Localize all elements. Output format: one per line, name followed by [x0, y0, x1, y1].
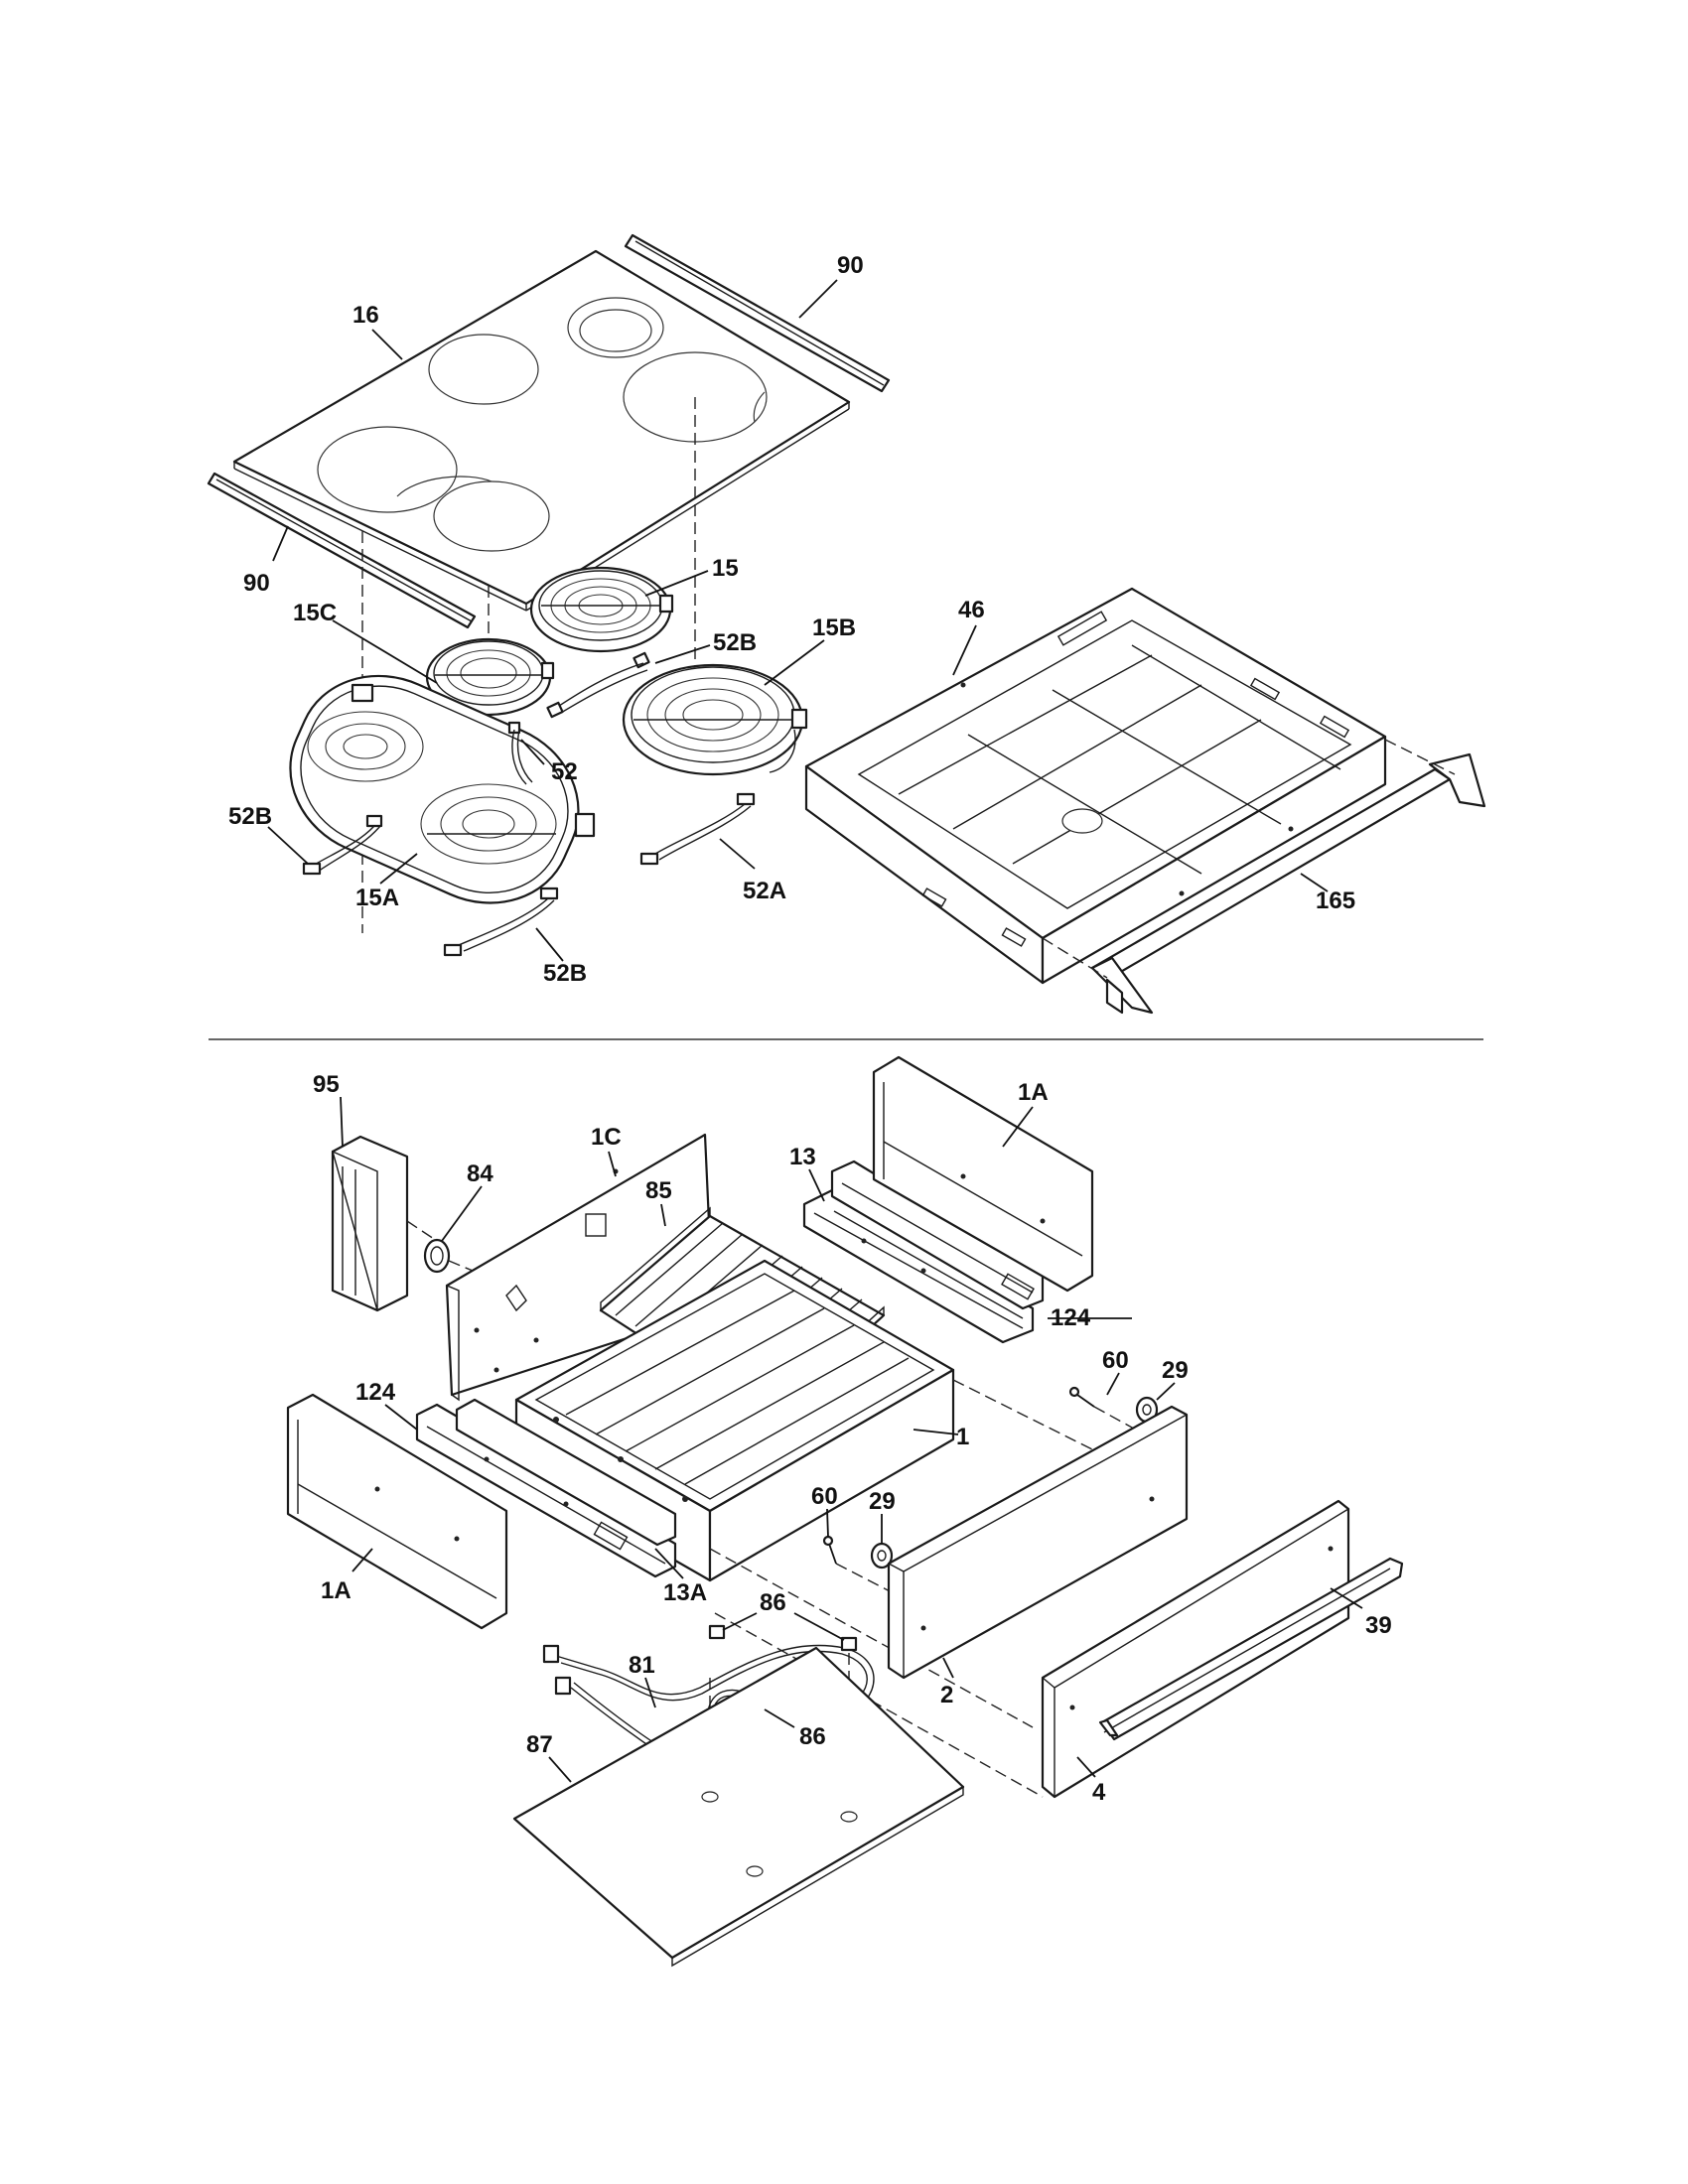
slide-rail-13a — [455, 1398, 677, 1551]
callout-15: 15 — [712, 555, 739, 582]
callout-60-right: 60 — [1102, 1347, 1129, 1374]
trim-strip-top — [624, 233, 891, 393]
callout-52: 52 — [551, 758, 578, 785]
callout-124-right: 124 — [1051, 1304, 1091, 1331]
callout-13: 13 — [789, 1144, 816, 1170]
callout-15c: 15C — [293, 600, 337, 626]
callout-52a: 52A — [743, 878, 786, 904]
callout-90-left: 90 — [243, 570, 270, 597]
side-panel-95 — [331, 1135, 409, 1312]
callout-39: 39 — [1365, 1612, 1392, 1639]
callout-labels: 90 16 90 15 15C 52B 15B 52 52B 15A 52A 5… — [228, 252, 1392, 1806]
callout-81: 81 — [629, 1652, 655, 1679]
callout-165: 165 — [1316, 887, 1355, 914]
wire-52b-upper — [546, 651, 650, 719]
callout-29-right: 29 — [1162, 1357, 1189, 1384]
leader-lines — [267, 279, 1363, 1783]
bottom-plate-87 — [512, 1646, 965, 1968]
heating-element-15 — [529, 566, 674, 653]
callout-1c: 1C — [591, 1124, 622, 1151]
callout-124-left: 124 — [355, 1379, 396, 1406]
callout-29-mid: 29 — [869, 1488, 896, 1515]
callout-84: 84 — [467, 1160, 493, 1187]
callout-52b-upper: 52B — [713, 629, 757, 656]
wire-52a — [639, 792, 756, 866]
drawer-front-inner-2 — [887, 1405, 1189, 1680]
callout-4: 4 — [1092, 1779, 1106, 1806]
callout-85: 85 — [645, 1177, 672, 1204]
callout-13a: 13A — [663, 1579, 707, 1606]
trim-strip-left — [207, 472, 477, 629]
nut-29-right — [1135, 1396, 1159, 1424]
callout-15a: 15A — [355, 885, 399, 911]
cooktop-glass — [232, 249, 851, 612]
callout-52b-bottom: 52B — [543, 960, 587, 987]
screw-60-right — [1068, 1386, 1095, 1408]
clip-86-top-a — [708, 1624, 726, 1640]
part-84 — [423, 1238, 451, 1274]
callout-16: 16 — [352, 302, 379, 329]
callout-1a-left: 1A — [321, 1577, 352, 1604]
cooktop-box — [804, 587, 1387, 985]
callout-86-top: 86 — [760, 1589, 786, 1616]
wire-52 — [507, 721, 533, 785]
side-panel-1a-left — [286, 1393, 508, 1630]
callout-15b: 15B — [812, 614, 856, 641]
heating-element-15a — [289, 674, 596, 904]
callout-95: 95 — [313, 1071, 340, 1098]
box-bracket — [1042, 739, 1486, 1015]
wire-52b-bottom — [443, 887, 559, 957]
callout-60-mid: 60 — [811, 1483, 838, 1510]
callout-2: 2 — [940, 1682, 953, 1708]
callout-1: 1 — [956, 1424, 969, 1450]
wire-52b-left — [302, 814, 383, 876]
screw-60-mid — [822, 1535, 837, 1565]
heating-element-15b — [622, 663, 808, 776]
callout-52b-left: 52B — [228, 803, 272, 830]
callout-86-bottom: 86 — [799, 1723, 826, 1750]
callout-90-top: 90 — [837, 252, 864, 279]
slide-rail-124-right — [830, 1160, 1045, 1310]
callout-1a-top: 1A — [1018, 1079, 1049, 1106]
side-panel-1a-top — [872, 1055, 1094, 1293]
clip-86-top-b — [840, 1636, 858, 1652]
callout-87: 87 — [526, 1731, 553, 1758]
callout-46: 46 — [958, 597, 985, 623]
